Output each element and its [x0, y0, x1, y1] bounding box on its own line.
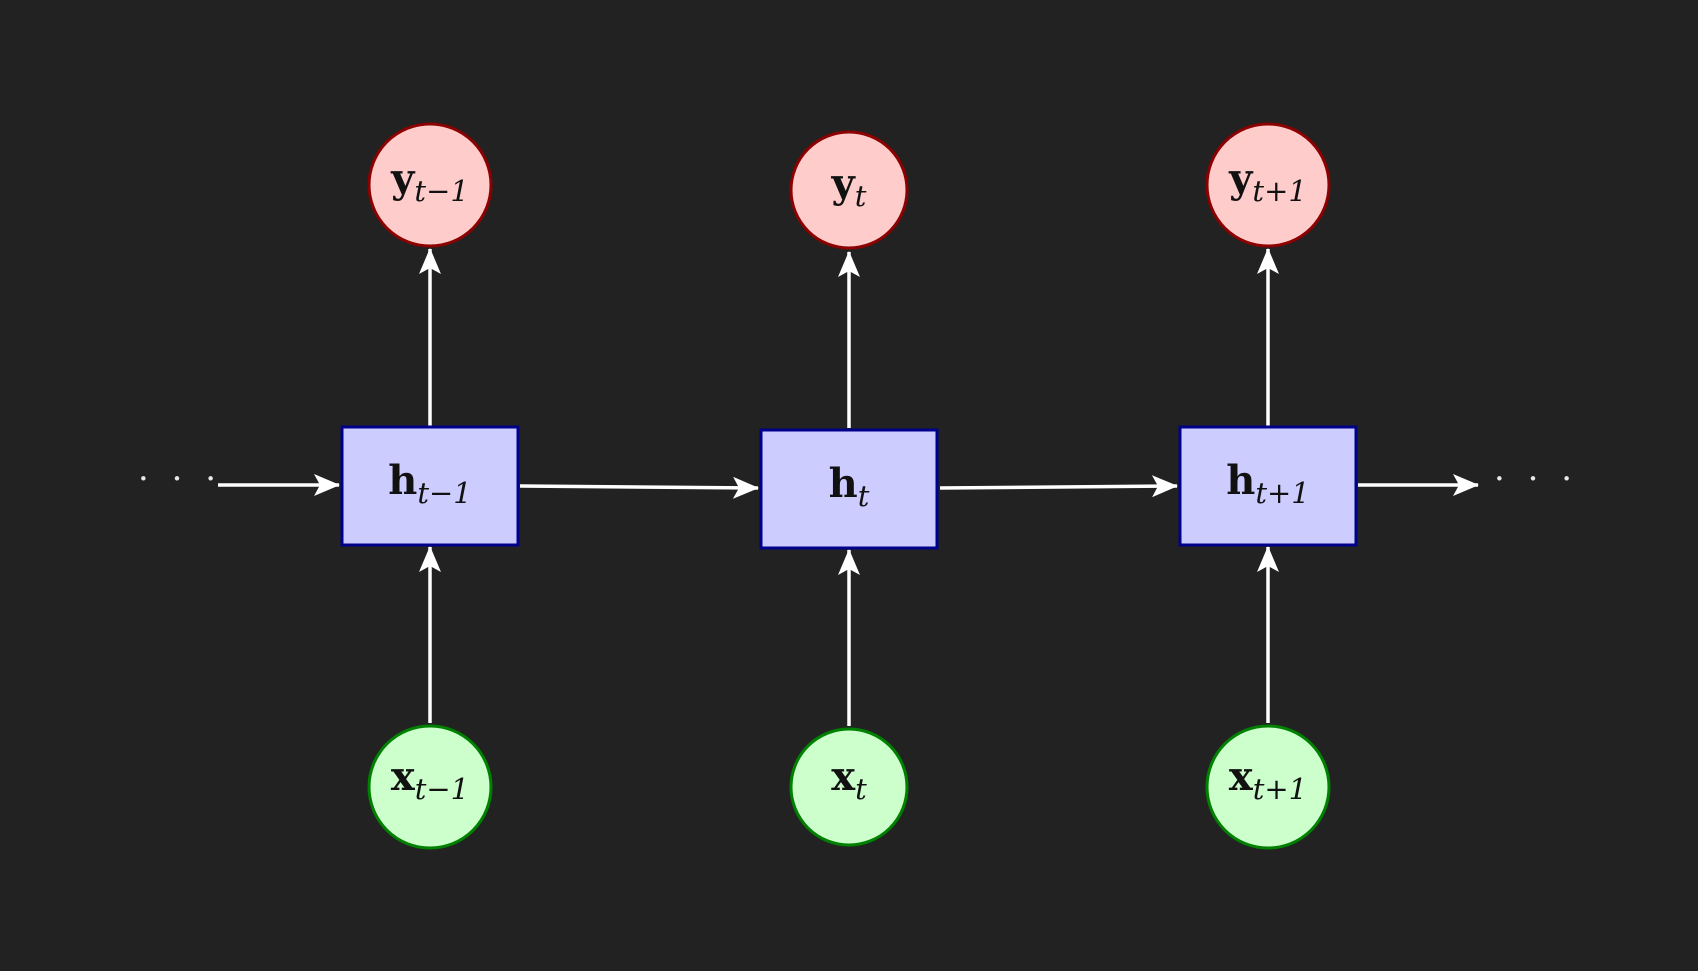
step-t: yt ht xt	[759, 130, 939, 847]
output-node-y-next	[1205, 122, 1331, 248]
input-label-x-next: xt+1	[1229, 753, 1307, 806]
hidden-node-h-prev	[340, 425, 520, 547]
step-t-minus-1: yt−1 ht−1 xt−1	[340, 122, 520, 850]
step-t-plus-1: yt+1 ht+1 xt+1	[1178, 122, 1358, 850]
output-label-y-t: yt	[831, 160, 867, 213]
arrow-h-prev-to-h-t	[519, 476, 759, 499]
output-label-y-next: yt+1	[1228, 155, 1307, 208]
hidden-node-h-next	[1178, 425, 1358, 547]
hidden-label-h-t: ht	[829, 460, 870, 513]
hidden-label-h-prev: ht−1	[388, 457, 472, 510]
input-label-x-t: xt	[831, 753, 867, 806]
recurrent-arrows	[218, 474, 1479, 499]
hidden-label-h-next: ht+1	[1226, 457, 1310, 510]
ellipsis-right: · · ·	[1494, 459, 1578, 499]
ellipsis-left: · · ·	[138, 459, 222, 499]
input-label-x-prev: xt−1	[391, 753, 469, 806]
arrow-h-t-to-h-next	[939, 475, 1178, 498]
hidden-node-h-t	[759, 428, 939, 550]
output-node-y-t	[789, 130, 909, 250]
vertical-arrows	[419, 248, 1279, 726]
output-node-y-prev	[367, 122, 493, 248]
input-node-x-next	[1205, 724, 1331, 850]
input-node-x-prev	[367, 724, 493, 850]
output-label-y-prev: yt−1	[390, 155, 469, 208]
input-node-x-t	[789, 727, 909, 847]
